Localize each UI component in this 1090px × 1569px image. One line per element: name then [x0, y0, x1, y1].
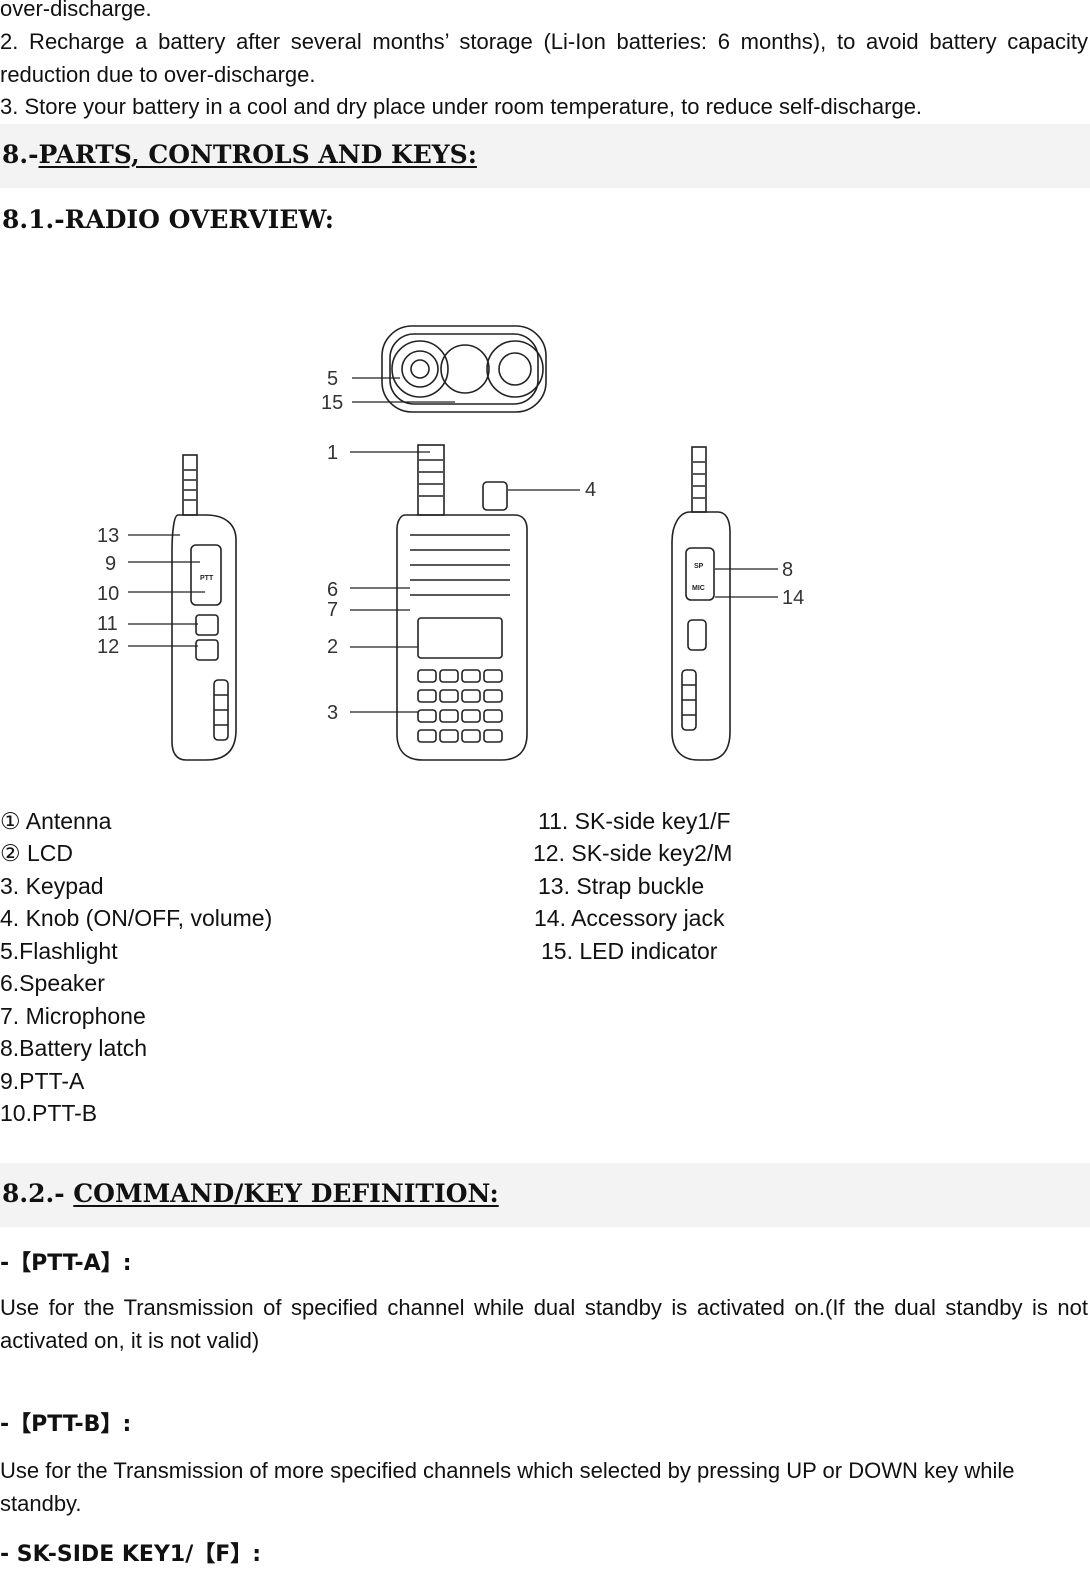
mic-jack-mark: MIC [692, 585, 705, 592]
callout-15: 15 [321, 392, 343, 414]
callout-10: 10 [97, 583, 119, 605]
callout-5: 5 [327, 368, 338, 390]
ptt-button-mark: PTT [200, 575, 214, 582]
parts-list-item: 13. Strap buckle [538, 873, 705, 899]
key-description-ptt-b: Use for the Transmission of more specifi… [0, 1458, 1015, 1516]
key-heading-ptt-a: -【PTT-A】: [0, 1251, 132, 1276]
callout-7: 7 [327, 599, 338, 621]
section-8-title: PARTS, CONTROLS AND KEYS: [38, 140, 477, 169]
callout-leader-lines [128, 377, 778, 713]
radio-left-side-view [171, 454, 237, 761]
callout-9: 9 [105, 553, 116, 575]
section-8-2-heading: 8.2.- COMMAND/KEY DEFINITION: [2, 1179, 499, 1208]
section-8-2-band [0, 1163, 1090, 1227]
callout-13: 13 [97, 525, 119, 547]
parts-list-item: 7. Microphone [0, 1003, 146, 1029]
callout-4: 4 [585, 479, 596, 501]
parts-list-item: 9.PTT-A [0, 1068, 85, 1094]
parts-list-item: 8.Battery latch [0, 1035, 148, 1061]
callout-3: 3 [327, 702, 338, 724]
parts-list-item: ① Antenna [0, 808, 112, 834]
callout-1: 1 [327, 442, 338, 464]
parts-list-item: 4. Knob (ON/OFF, volume) [0, 905, 273, 931]
section-8-2-number: 8.2.- [2, 1179, 74, 1208]
sp-jack-mark: SP [694, 563, 704, 570]
parts-list-item: ② LCD [0, 840, 74, 866]
intro-paragraph-2: 2. Recharge a battery after several mont… [0, 29, 1088, 87]
key-heading-ptt-b: -【PTT-B】: [0, 1412, 132, 1437]
parts-list-item: 5.Flashlight [0, 938, 118, 964]
parts-list-item: 3. Keypad [0, 873, 104, 899]
key-heading-sk-side-key1: - SK-SIDE KEY1/【F】: [0, 1542, 262, 1567]
callout-6: 6 [327, 579, 338, 601]
callout-11: 11 [97, 613, 118, 635]
section-8-band [0, 124, 1090, 188]
callout-14: 14 [782, 587, 804, 609]
callout-8: 8 [782, 559, 793, 581]
parts-list-item: 15. LED indicator [541, 938, 718, 964]
intro-line: over-discharge. [0, 0, 152, 21]
callout-2: 2 [327, 636, 338, 658]
parts-list-item: 6.Speaker [0, 970, 105, 996]
radio-overview-figure: PTT SP MIC 5 15 1 4 13 9 10 11 12 6 7 2 … [97, 325, 804, 761]
parts-list-item: 10.PTT-B [0, 1100, 98, 1126]
section-8-2-title: COMMAND/KEY DEFINITION: [73, 1179, 499, 1208]
radio-right-side-view [671, 446, 731, 761]
parts-list-item: 12. SK-side key2/M [533, 840, 733, 866]
callout-12: 12 [97, 636, 119, 658]
radio-front-view [396, 444, 528, 761]
section-8-number: 8.- [2, 140, 39, 169]
parts-list-item: 14. Accessory jack [534, 905, 725, 931]
key-description-ptt-a: Use for the Transmission of specified ch… [0, 1295, 1088, 1353]
radio-top-view [381, 325, 547, 413]
intro-paragraph-3: 3. Store your battery in a cool and dry … [0, 94, 923, 119]
section-8-1-heading: 8.1.-RADIO OVERVIEW: [2, 205, 335, 234]
parts-list-item: 11. SK-side key1/F [538, 808, 731, 834]
section-8-heading: 8.-PARTS, CONTROLS AND KEYS: [2, 140, 477, 169]
